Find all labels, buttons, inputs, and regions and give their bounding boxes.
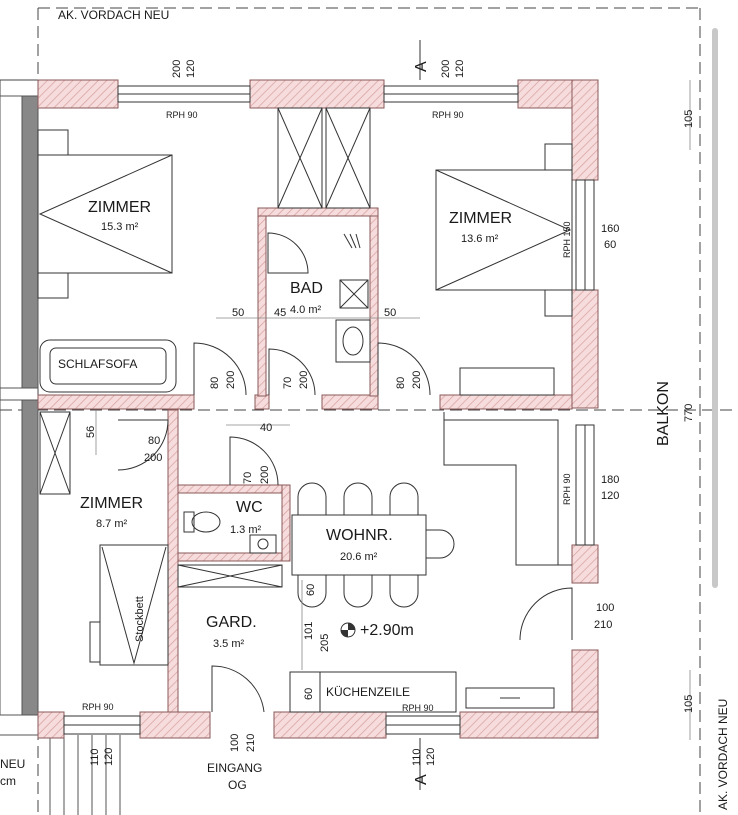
window-6-height: 120 xyxy=(425,748,437,766)
bunk-bed xyxy=(89,544,169,666)
dining-chairs xyxy=(297,482,455,608)
interior-walls xyxy=(37,207,573,713)
window-2-height: 120 xyxy=(454,60,466,78)
dim-205: 205 xyxy=(319,634,331,652)
dining-table xyxy=(291,514,427,576)
dim-45: 45 xyxy=(274,307,286,319)
room-wc-name: WC xyxy=(236,499,263,516)
dim-60-lower: 60 xyxy=(303,688,315,700)
bed-zimmer-2 xyxy=(435,143,573,317)
level-value: +2.90m xyxy=(360,622,414,639)
dim-101: 101 xyxy=(303,622,315,640)
label-cm-left: cm xyxy=(0,774,16,788)
window-1-width: 200 xyxy=(171,60,183,78)
label-stockbett: Stockbett xyxy=(134,596,146,642)
door-swings xyxy=(117,232,573,713)
label-vordach-right: AK. VORDACH NEU xyxy=(716,699,730,810)
label-kuechenzeile: KÜCHENZEILE xyxy=(326,685,410,699)
neighbour-building xyxy=(0,79,121,815)
room-wohnr-name: WOHNR. xyxy=(326,527,393,544)
door-eingang-width: 100 xyxy=(229,734,241,752)
dim-40: 40 xyxy=(260,422,272,434)
corner-sofa xyxy=(443,412,572,566)
window-2-width: 200 xyxy=(440,60,452,78)
label-schlafsofa: SCHLAFSOFA xyxy=(58,357,137,371)
room-zimmer-1-name: ZIMMER xyxy=(88,199,151,216)
bathroom-fixtures xyxy=(335,233,371,363)
tv-sideboard xyxy=(459,367,555,709)
kitchen-counter xyxy=(289,671,457,713)
door-zimmer-1-width: 80 xyxy=(209,377,221,389)
section-marker-top: A xyxy=(413,61,430,72)
exterior-walls xyxy=(37,79,599,739)
label-eingang-og: OG xyxy=(228,778,247,792)
door-zimmer-1-height: 200 xyxy=(225,371,237,389)
level-marker xyxy=(340,622,356,638)
dim-56: 56 xyxy=(85,426,97,438)
window-3-width: 160 xyxy=(601,223,619,235)
dim-105-top: 105 xyxy=(683,110,695,128)
wardrobe-cabinets xyxy=(39,107,371,588)
door-eingang-height: 210 xyxy=(245,734,257,752)
room-zimmer-1-area: 15.3 m² xyxy=(101,221,139,233)
window-frames xyxy=(63,85,595,735)
room-wc-area: 1.3 m² xyxy=(230,524,262,536)
door-wc-height: 200 xyxy=(259,466,271,484)
room-zimmer-3-area: 8.7 m² xyxy=(96,518,128,530)
sofa xyxy=(39,339,177,393)
window-4-rph: RPH 90 xyxy=(562,473,572,505)
wc-fixtures xyxy=(183,511,277,554)
room-gard-name: GARD. xyxy=(206,614,257,631)
dim-105-bottom: 105 xyxy=(683,695,695,713)
window-5-height: 120 xyxy=(103,748,115,766)
label-neu-left: NEU xyxy=(0,757,25,771)
room-bad-area: 4.0 m² xyxy=(290,304,322,316)
window-6-rph: RPH 90 xyxy=(402,703,434,713)
door-bad-height: 200 xyxy=(298,371,310,389)
label-eingang: EINGANG xyxy=(207,761,262,775)
dim-60-upper: 60 xyxy=(305,584,317,596)
dim-50-left: 50 xyxy=(232,307,244,319)
door-zimmer-3-height: 200 xyxy=(144,452,162,464)
room-zimmer-2-name: ZIMMER xyxy=(449,210,512,227)
window-5-width: 110 xyxy=(89,748,101,766)
window-5-rph: RPH 90 xyxy=(82,702,114,712)
room-zimmer-3-name: ZIMMER xyxy=(80,495,143,512)
window-6-width: 110 xyxy=(411,748,423,766)
label-vordach-top: AK. VORDACH NEU xyxy=(58,8,169,22)
window-1-height: 120 xyxy=(185,60,197,78)
dimension-lines xyxy=(95,80,691,740)
room-bad-name: BAD xyxy=(290,280,323,297)
door-zimmer-3-width: 80 xyxy=(148,435,160,447)
window-2-rph: RPH 90 xyxy=(432,110,464,120)
door-wc-width: 70 xyxy=(242,472,254,484)
window-3-height: 60 xyxy=(604,239,616,251)
door-zimmer-2-width: 80 xyxy=(395,377,407,389)
room-zimmer-2-area: 13.6 m² xyxy=(461,233,499,245)
window-1-rph: RPH 90 xyxy=(166,110,198,120)
label-balkon: BALKON xyxy=(655,381,672,446)
bed-zimmer-1 xyxy=(37,129,173,299)
window-4-width: 180 xyxy=(601,474,619,486)
section-marker-bottom: A xyxy=(413,774,430,785)
door-zimmer-2-height: 200 xyxy=(411,371,423,389)
window-3-rph: RPH 150 xyxy=(562,221,572,258)
door-balkon-width: 100 xyxy=(596,602,614,614)
window-4-height: 120 xyxy=(601,490,619,502)
dim-50-right: 50 xyxy=(384,307,396,319)
room-wohnr-area: 20.6 m² xyxy=(340,551,378,563)
room-gard-area: 3.5 m² xyxy=(213,638,245,650)
right-margin-bar xyxy=(712,28,718,588)
dim-770: 770 xyxy=(683,404,695,422)
door-bad-width: 70 xyxy=(282,377,294,389)
door-balkon-height: 210 xyxy=(594,619,612,631)
